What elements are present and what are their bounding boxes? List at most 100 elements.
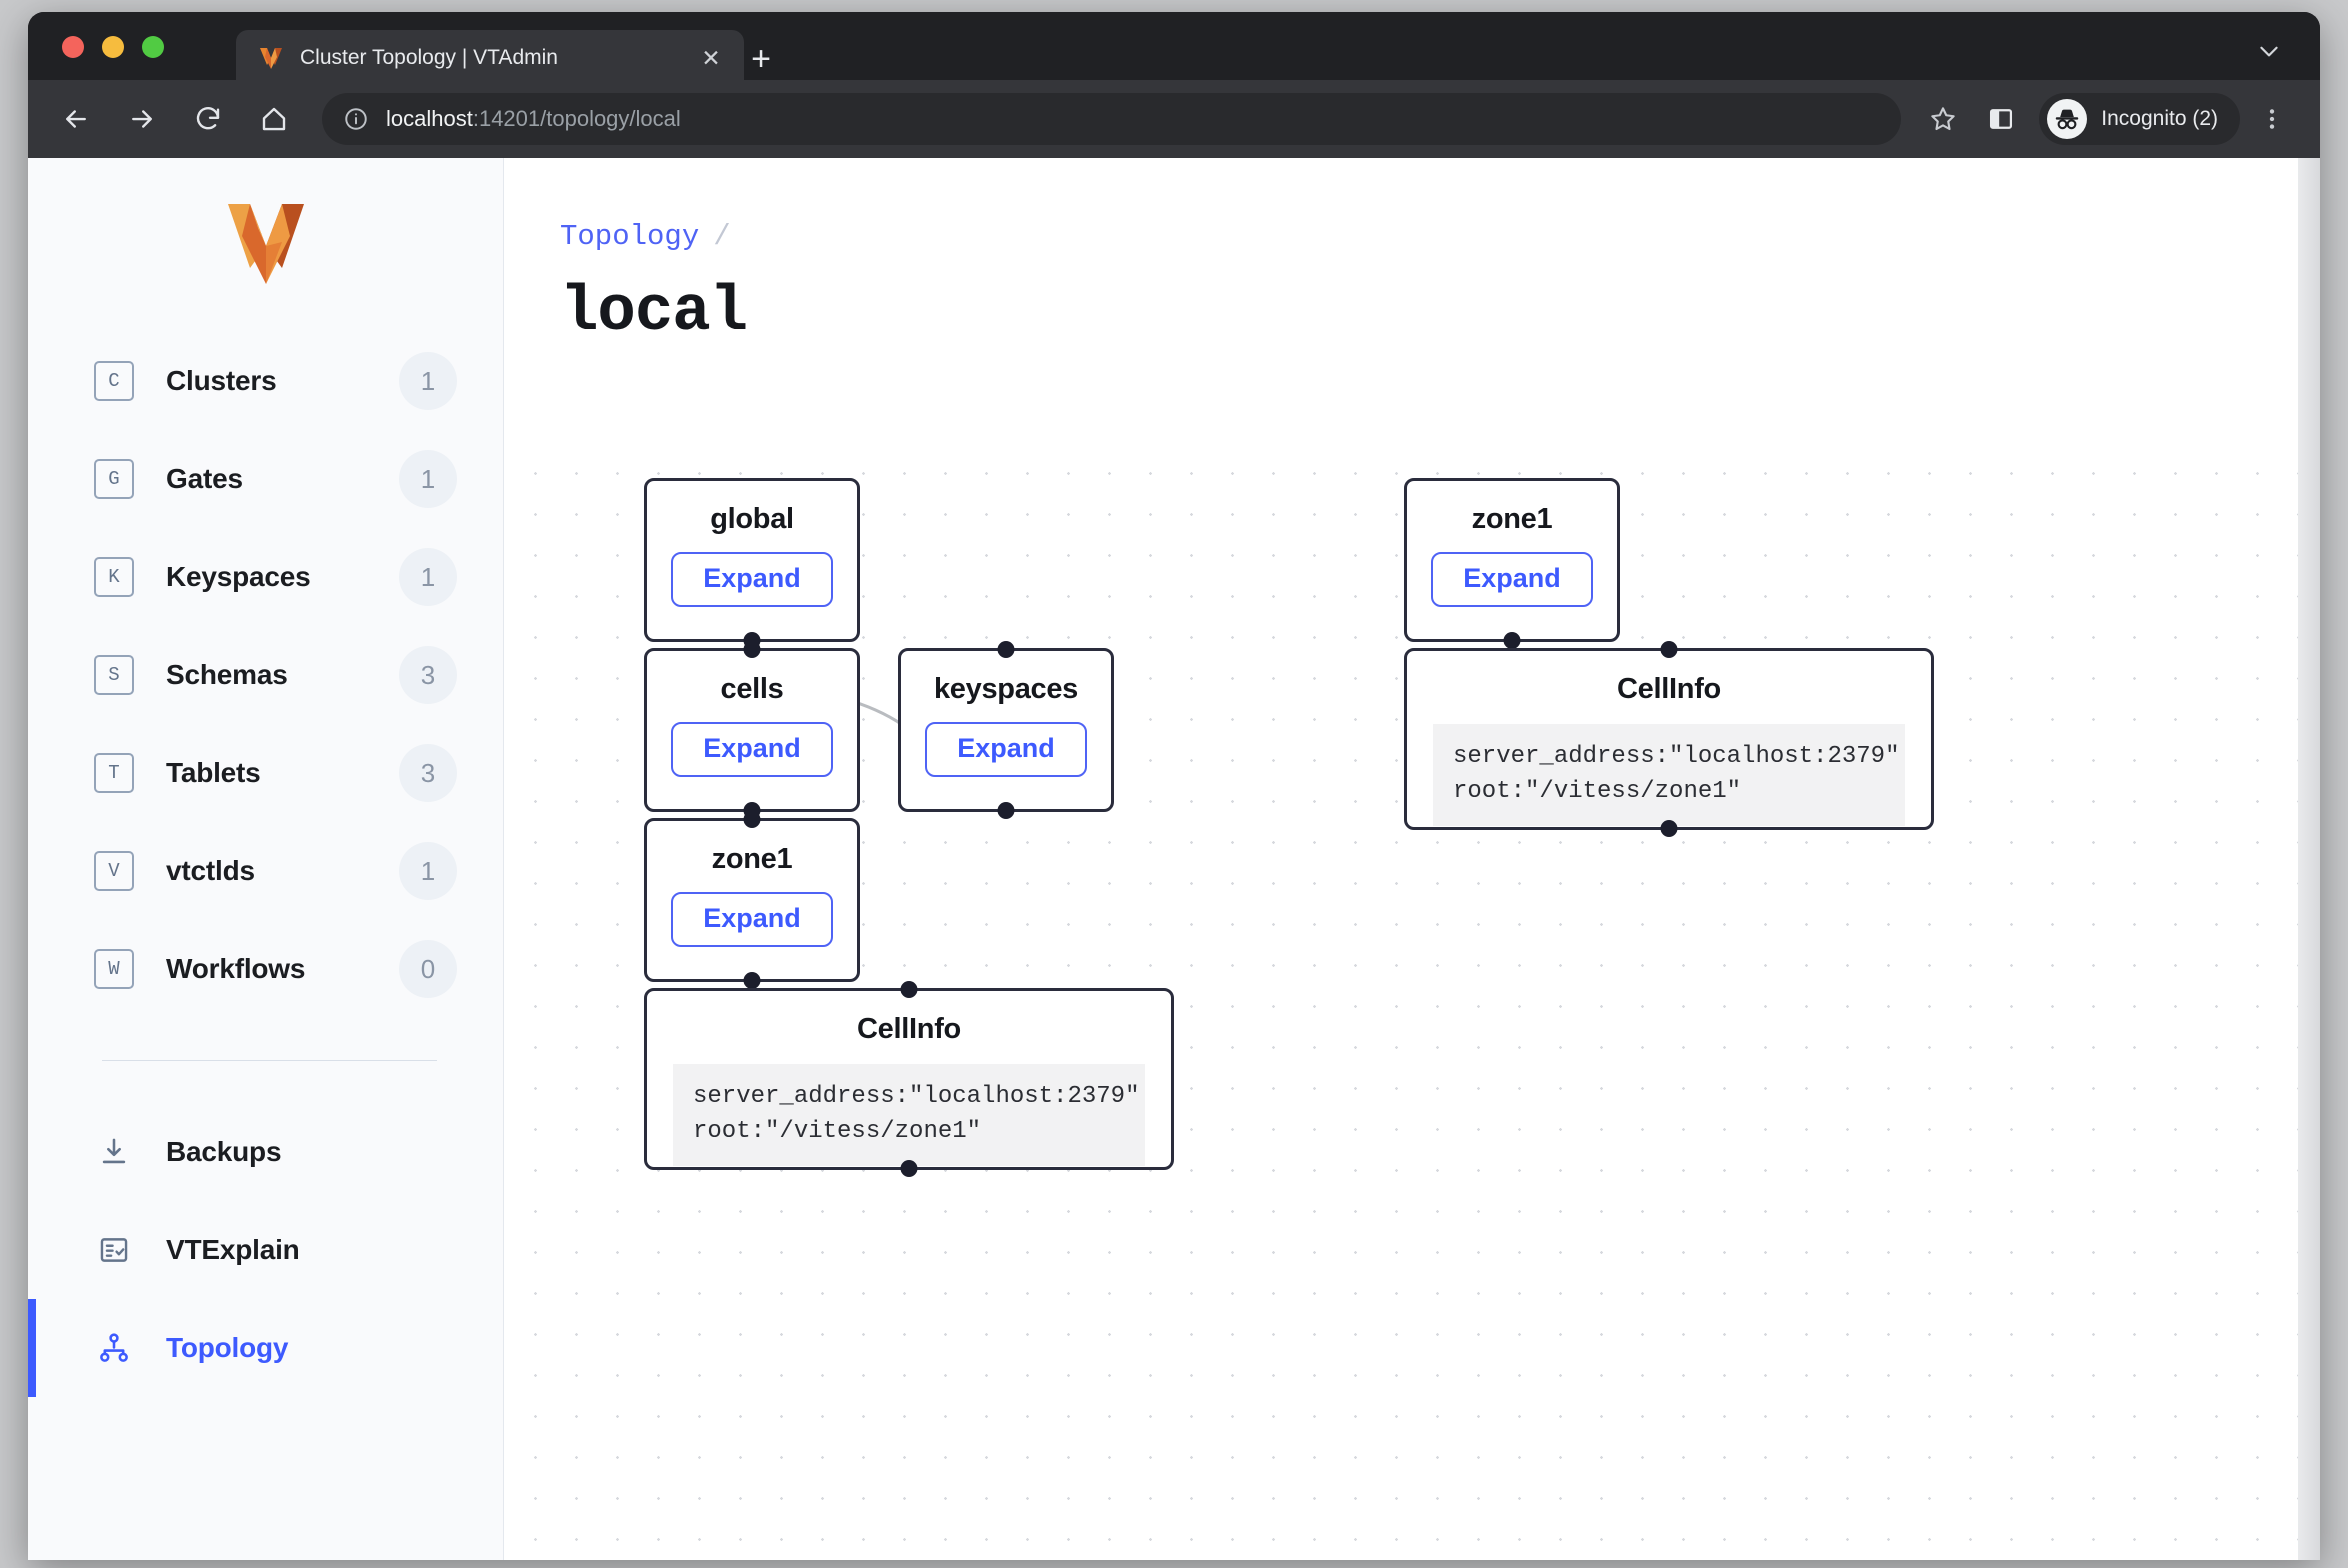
topology-icon — [94, 1328, 134, 1368]
main-content: Topology / local — [504, 158, 2320, 1560]
sidebar-item-keyspaces[interactable]: K Keyspaces 1 — [28, 528, 503, 626]
topology-node-zone1-right[interactable]: zone1 Expand — [1404, 478, 1620, 649]
page-viewport: C Clusters 1 G Gates 1 K Keyspaces 1 S S… — [28, 158, 2320, 1560]
sidebar-item-label: Gates — [166, 463, 243, 494]
page-scrollbar[interactable] — [2298, 158, 2320, 1560]
node-title: zone1 — [711, 843, 793, 875]
sidebar-item-count: 1 — [399, 548, 457, 606]
url-host: localhost — [386, 106, 473, 131]
sidebar-item-count: 1 — [399, 352, 457, 410]
node-port-bottom — [743, 972, 761, 989]
letter-badge-g-icon: G — [94, 459, 134, 499]
letter-badge-c-icon: C — [94, 361, 134, 401]
sidebar-item-label: Keyspaces — [166, 561, 311, 592]
incognito-indicator[interactable]: Incognito (2) — [2039, 93, 2240, 145]
sidebar-item-topology[interactable]: Topology — [28, 1299, 503, 1397]
expand-button[interactable]: Expand — [925, 722, 1087, 777]
sidebar-item-backups[interactable]: Backups — [28, 1103, 503, 1201]
sidebar-item-vtctlds[interactable]: V vtctlds 1 — [28, 822, 503, 920]
browser-window: Cluster Topology | VTAdmin ✕ + — [28, 12, 2320, 1560]
topology-node-cellinfo-left[interactable]: CellInfo server_address:"localhost:2379"… — [644, 981, 1174, 1177]
topology-node-zone1-left[interactable]: zone1 Expand — [644, 811, 860, 989]
node-title: CellInfo — [857, 1013, 961, 1045]
back-arrow-icon[interactable] — [50, 93, 102, 145]
letter-badge-s-icon: S — [94, 655, 134, 695]
star-icon[interactable] — [1917, 93, 1969, 145]
letter-badge-w-icon: W — [94, 949, 134, 989]
tab-strip: Cluster Topology | VTAdmin ✕ + — [28, 12, 2320, 86]
close-window-button[interactable] — [62, 36, 84, 58]
expand-button[interactable]: Expand — [1431, 552, 1593, 607]
vitess-v-logo-icon — [258, 45, 284, 71]
node-code-block: server_address:"localhost:2379" root:"/v… — [673, 1064, 1145, 1166]
chevron-down-icon[interactable] — [2252, 34, 2286, 68]
node-title: cells — [720, 673, 784, 705]
plus-icon[interactable]: + — [751, 39, 771, 78]
side-panel-icon[interactable] — [1975, 93, 2027, 145]
minimize-window-button[interactable] — [102, 36, 124, 58]
node-port-bottom — [900, 1160, 918, 1177]
browser-tab[interactable]: Cluster Topology | VTAdmin ✕ — [236, 30, 744, 86]
breadcrumb-link-topology[interactable]: Topology — [560, 220, 700, 253]
node-title: CellInfo — [1617, 673, 1721, 705]
content-header: Topology / local — [504, 158, 2320, 349]
letter-badge-k-icon: K — [94, 557, 134, 597]
topology-canvas[interactable]: global Expand cells Expand keyspaces Exp… — [504, 448, 2320, 1560]
tab-title: Cluster Topology | VTAdmin — [300, 46, 558, 69]
sidebar-item-gates[interactable]: G Gates 1 — [28, 430, 503, 528]
sidebar-item-schemas[interactable]: S Schemas 3 — [28, 626, 503, 724]
node-port-bottom — [997, 802, 1015, 819]
node-port-top — [1660, 641, 1678, 658]
sidebar: C Clusters 1 G Gates 1 K Keyspaces 1 S S… — [28, 158, 504, 1560]
checklist-icon — [94, 1230, 134, 1270]
topology-node-cellinfo-right[interactable]: CellInfo server_address:"localhost:2379"… — [1404, 641, 1934, 837]
sidebar-item-count: 3 — [399, 646, 457, 704]
reload-icon[interactable] — [182, 93, 234, 145]
topology-node-cells[interactable]: cells Expand — [644, 641, 860, 819]
browser-toolbar: localhost:14201/topology/local — [28, 80, 2320, 158]
sidebar-item-label: Backups — [166, 1136, 282, 1167]
sidebar-item-label: Schemas — [166, 659, 288, 690]
node-code-block: server_address:"localhost:2379" root:"/v… — [1433, 724, 1905, 826]
sidebar-item-count: 0 — [399, 940, 457, 998]
url-path: :14201/topology/local — [472, 106, 681, 131]
incognito-label: Incognito (2) — [2101, 107, 2218, 130]
node-title: zone1 — [1471, 503, 1553, 535]
letter-badge-v-icon: V — [94, 851, 134, 891]
sidebar-item-vtexplain[interactable]: VTExplain — [28, 1201, 503, 1299]
sidebar-item-label: Tablets — [166, 757, 261, 788]
sidebar-item-label: Workflows — [166, 953, 306, 984]
home-icon[interactable] — [248, 93, 300, 145]
sidebar-item-workflows[interactable]: W Workflows 0 — [28, 920, 503, 1018]
vitess-logo-icon — [28, 184, 503, 332]
info-circle-icon[interactable] — [342, 105, 370, 133]
download-icon — [94, 1132, 134, 1172]
secondary-nav: Backups VTExplain — [28, 1103, 503, 1397]
forward-arrow-icon[interactable] — [116, 93, 168, 145]
topology-node-global[interactable]: global Expand — [644, 478, 860, 649]
node-title: keyspaces — [933, 673, 1079, 705]
sidebar-divider — [102, 1060, 437, 1061]
close-icon[interactable]: ✕ — [701, 44, 721, 71]
incognito-icon — [2047, 99, 2088, 139]
maximize-window-button[interactable] — [142, 36, 164, 58]
node-port-top — [743, 811, 761, 828]
expand-button[interactable]: Expand — [671, 722, 833, 777]
sidebar-item-tablets[interactable]: T Tablets 3 — [28, 724, 503, 822]
node-title: global — [710, 503, 794, 535]
window-controls — [62, 36, 164, 58]
sidebar-item-count: 1 — [399, 450, 457, 508]
primary-nav: C Clusters 1 G Gates 1 K Keyspaces 1 S S… — [28, 332, 503, 1018]
expand-button[interactable]: Expand — [671, 892, 833, 947]
expand-button[interactable]: Expand — [671, 552, 833, 607]
address-bar[interactable]: localhost:14201/topology/local — [322, 93, 1902, 145]
topology-node-keyspaces[interactable]: keyspaces Expand — [898, 641, 1114, 819]
sidebar-item-label: Topology — [166, 1332, 289, 1363]
breadcrumb: Topology / — [560, 220, 2320, 253]
node-port-top — [997, 641, 1015, 658]
sidebar-item-clusters[interactable]: C Clusters 1 — [28, 332, 503, 430]
sidebar-item-label: vtctlds — [166, 855, 255, 886]
letter-badge-t-icon: T — [94, 753, 134, 793]
sidebar-item-label: Clusters — [166, 365, 277, 396]
three-dot-menu-icon[interactable] — [2246, 93, 2298, 145]
